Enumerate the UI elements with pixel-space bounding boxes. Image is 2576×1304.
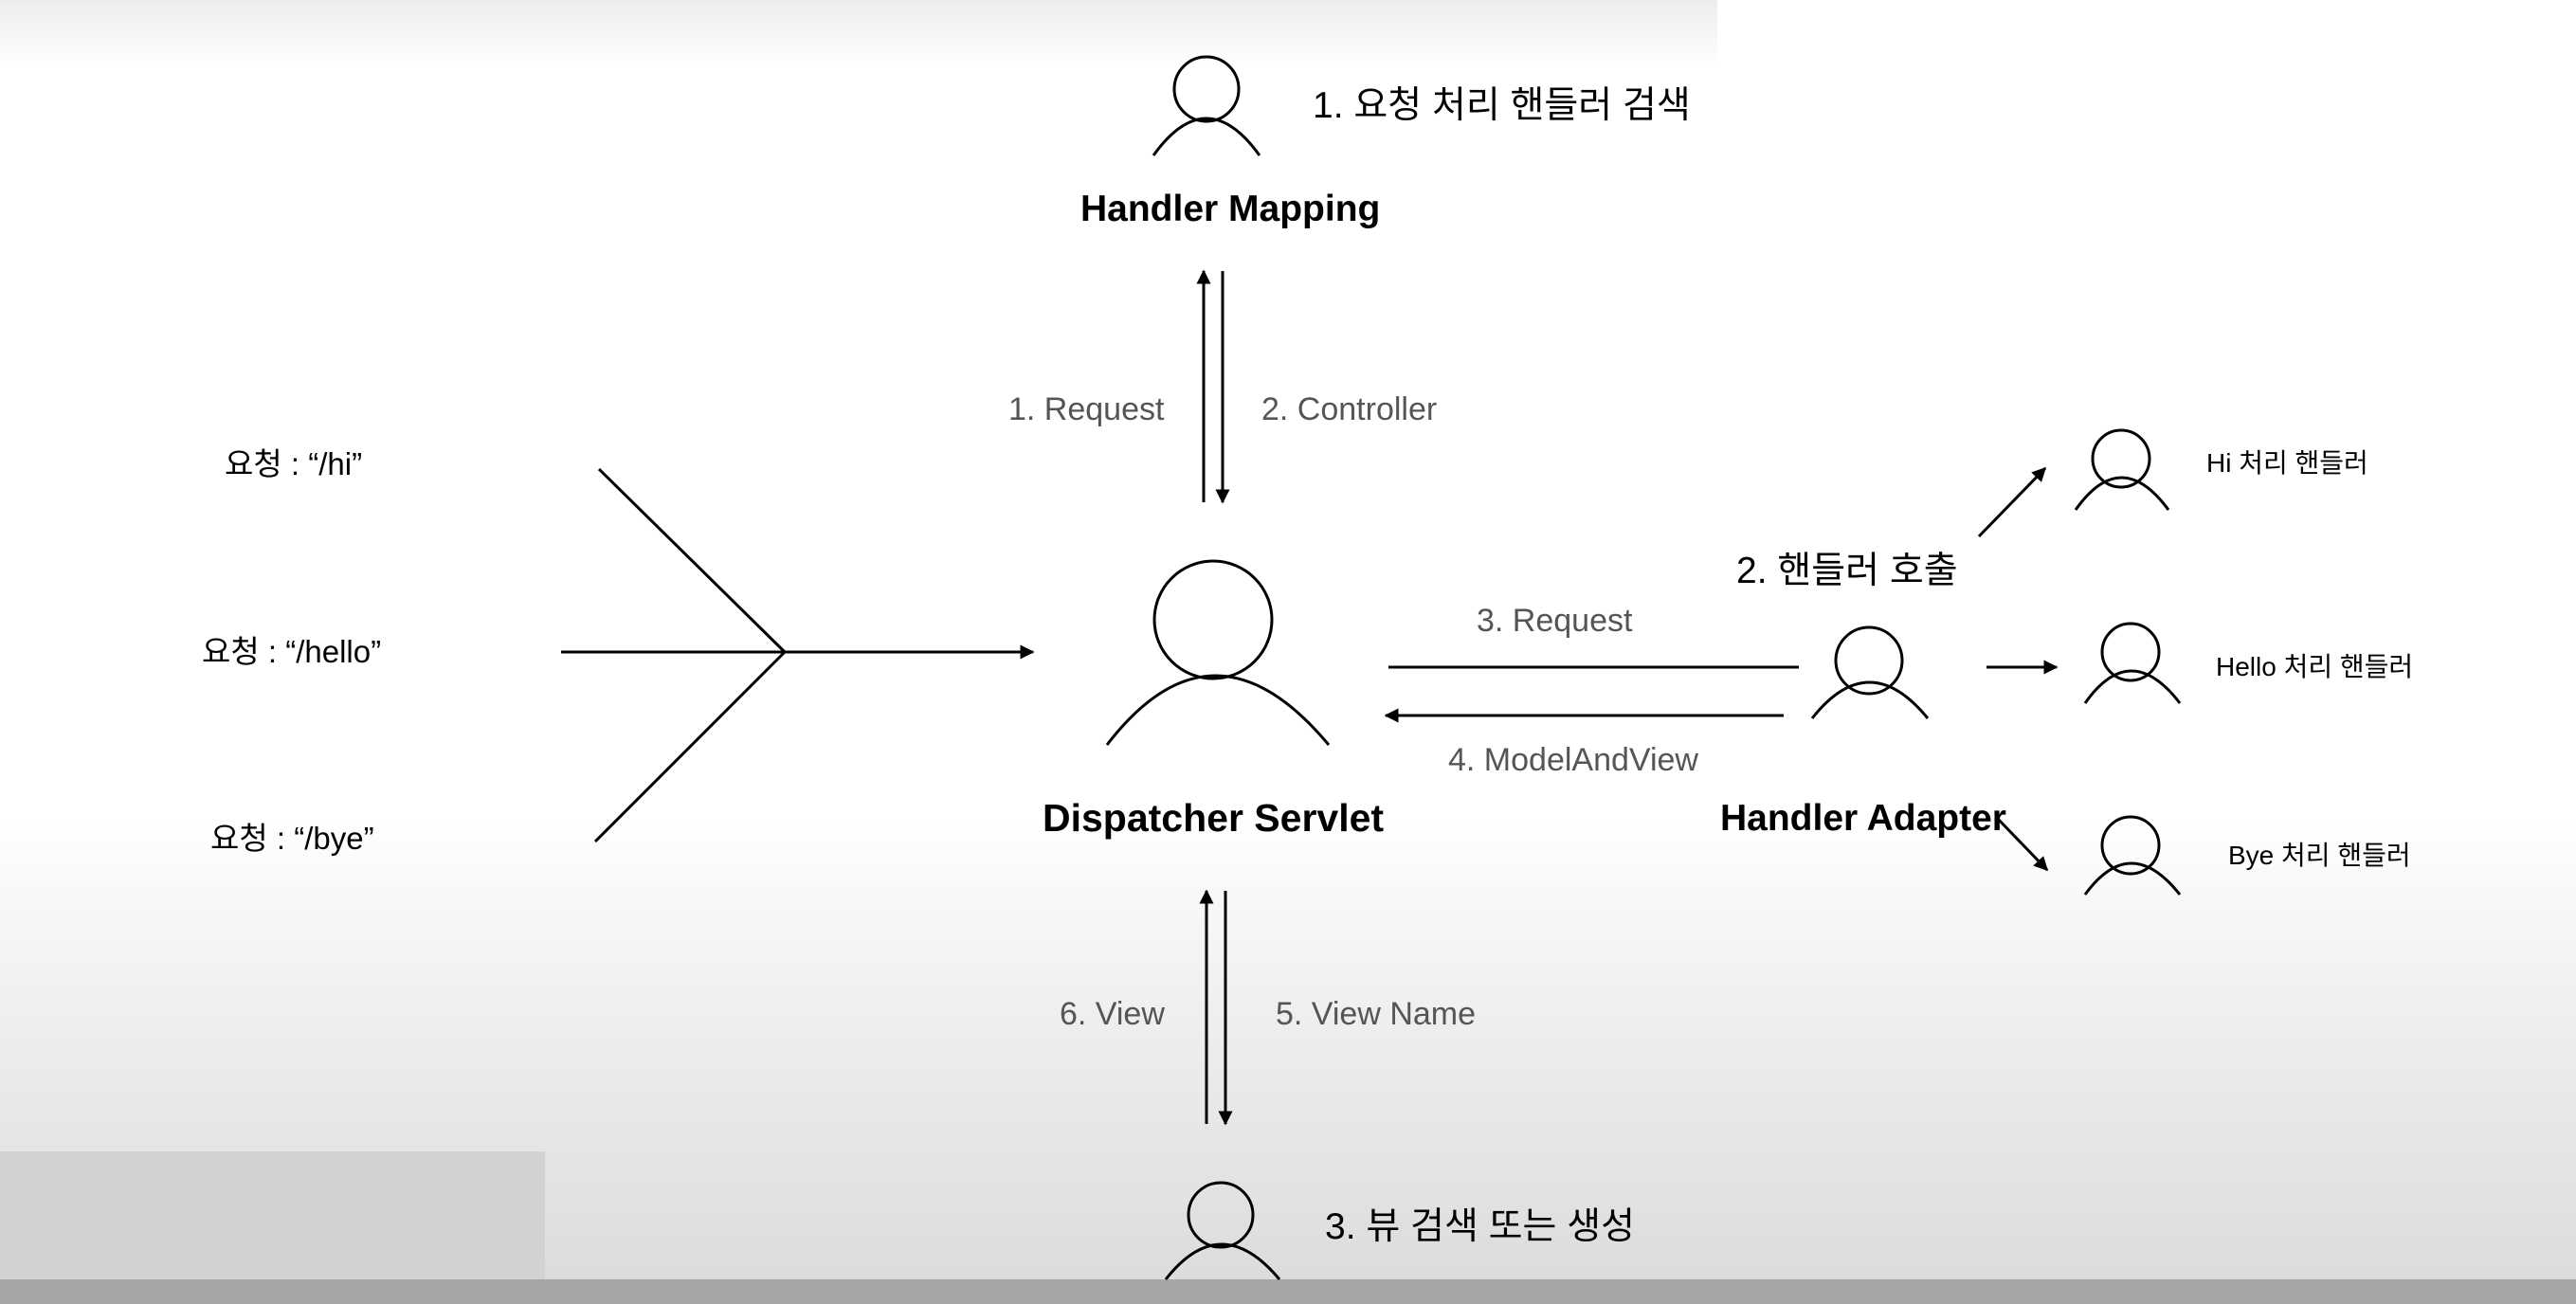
request-label-hello: 요청 : “/hello”	[202, 634, 382, 669]
view-name-label: 5. View Name	[1276, 996, 1477, 1032]
hm-request-label: 1. Request	[1008, 391, 1165, 427]
request-hi-line	[597, 467, 787, 654]
hello-handler-actor-icon	[2083, 622, 2182, 704]
handler-adapter-title: Handler Adapter	[1720, 798, 2006, 839]
ha-request-label: 3. Request	[1477, 603, 1633, 639]
adapter-to-bye-arrow	[1994, 815, 2049, 872]
background-left-block	[0, 1151, 545, 1279]
adapter-to-hi-arrow	[1977, 466, 2047, 538]
handler-mapping-actor-icon	[1152, 55, 1261, 156]
bye-handler-actor-icon	[2083, 815, 2182, 896]
request-label-bye: 요청 : “/bye”	[210, 821, 374, 856]
dispatcher-servlet-actor-icon	[1105, 559, 1331, 746]
request-bye-line	[593, 650, 787, 843]
bye-handler-label: Bye 처리 핸들러	[2228, 841, 2411, 870]
hello-handler-label: Hello 처리 핸들러	[2216, 652, 2414, 681]
view-resolver-step-note: 3. 뷰 검색 또는 생성	[1325, 1206, 1636, 1247]
hm-controller-label: 2. Controller	[1261, 391, 1438, 427]
hi-handler-actor-icon	[2074, 428, 2170, 511]
handler-adapter-actor-icon	[1810, 625, 1930, 719]
view-resolver-actor-icon	[1164, 1181, 1281, 1280]
handler-adapter-step-note: 2. 핸들러 호출	[1736, 551, 1958, 591]
background-top	[0, 0, 1717, 66]
video-bottom-bar	[0, 1279, 2576, 1304]
handler-mapping-step-note: 1. 요청 처리 핸들러 검색	[1313, 85, 1691, 126]
view-label: 6. View	[1060, 996, 1165, 1032]
request-label-hi: 요청 : “/hi”	[225, 446, 363, 481]
ha-modelandview-label: 4. ModelAndView	[1448, 742, 1698, 778]
hi-handler-label: Hi 처리 핸들러	[2206, 448, 2368, 478]
dispatcher-servlet-title: Dispatcher Servlet	[1043, 796, 1385, 840]
handler-mapping-title: Handler Mapping	[1080, 189, 1381, 229]
